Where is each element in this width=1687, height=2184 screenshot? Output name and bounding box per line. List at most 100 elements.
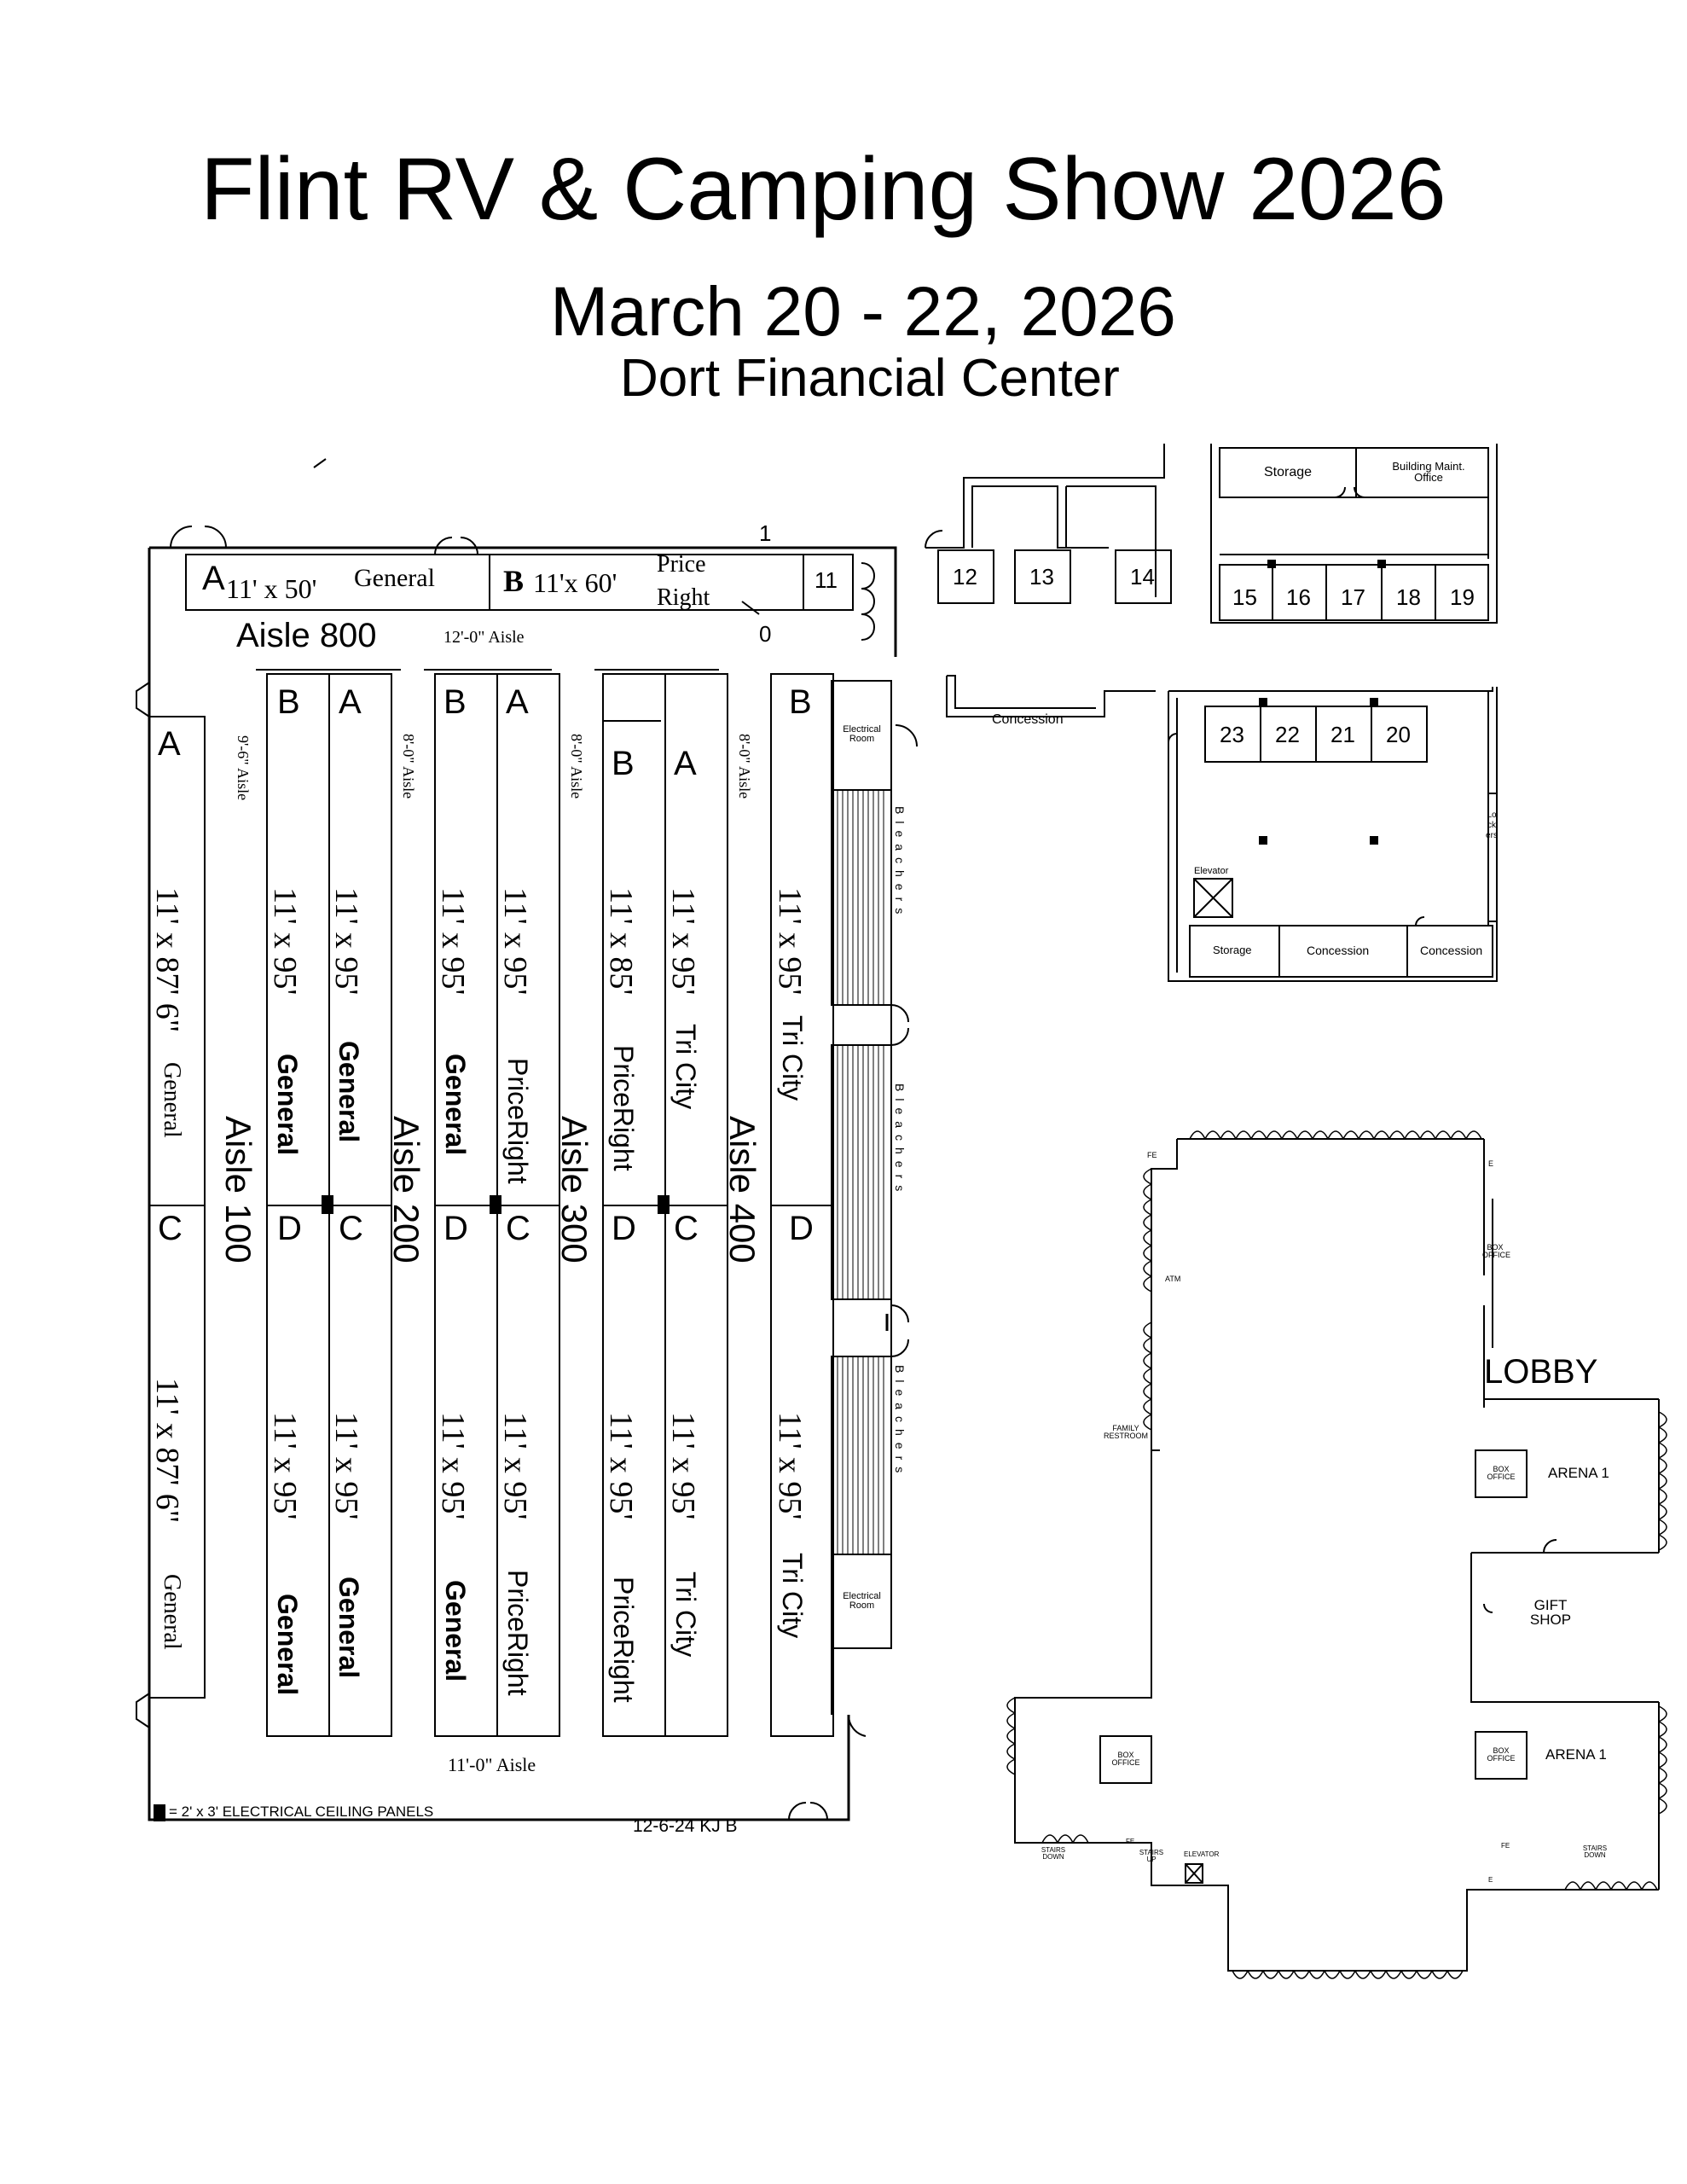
booth-19: 19 [1450, 584, 1475, 610]
col4-letter-bottom: C [506, 1210, 530, 1247]
fe-marker-1: FE [1147, 1151, 1157, 1159]
booth-21: 21 [1330, 722, 1355, 747]
stairs-down-right: STAIRS DOWN [1582, 1844, 1608, 1859]
top-booths-outline [185, 554, 854, 611]
col2-owner-bottom: General [333, 1577, 364, 1679]
booth-20: 20 [1386, 722, 1411, 747]
aisle-800-width: 12'-0" Aisle [443, 628, 525, 647]
aisle-400-label: Aisle 400 [722, 1116, 762, 1263]
elevator-upper: Elevator [1194, 866, 1229, 876]
bleachers-strip [831, 680, 892, 1715]
legend-electrical-panels: = 2' x 3' ELECTRICAL CEILING PANELS [169, 1804, 434, 1820]
col5-letter-top: B [612, 745, 635, 782]
col5-size-top: 11' x 85' [603, 887, 639, 996]
aisle-200-width: 8'-0" Aisle [400, 734, 417, 799]
arena-1-bottom: ARENA 1 [1545, 1746, 1607, 1763]
booth-b-size: 11'x 60' [533, 567, 617, 598]
elevator-lobby: ELEVATOR [1184, 1850, 1220, 1858]
bleacher-hatching [837, 790, 884, 1554]
stairs-up: STAIRS UP [1139, 1849, 1164, 1863]
col7-size-top: 11' x 95' [772, 887, 808, 996]
aisle-100-width: 9'-6" Aisle [235, 735, 252, 801]
lobby-walls [1014, 1138, 1660, 1972]
col3-size-top: 11' x 95' [435, 887, 471, 996]
rooms-15-19 [1210, 444, 1498, 624]
booth-a-letter: A [202, 560, 225, 597]
venue-name: Dort Financial Center [620, 349, 1120, 408]
booth-23: 23 [1220, 722, 1244, 747]
bleachers-label-3: Bleachers [893, 1365, 907, 1480]
aisle-100-label: Aisle 100 [218, 1116, 258, 1263]
booth-13: 13 [1029, 564, 1054, 590]
concession-area [946, 675, 1498, 982]
booth-11: 11 [815, 567, 838, 593]
mark-1: 1 [759, 520, 772, 546]
page-title: Flint RV & Camping Show 2026 [200, 140, 1446, 239]
stairs-down-left: STAIRS DOWN [1041, 1846, 1066, 1861]
col2-letter-top: A [339, 683, 362, 721]
booth-b-owner-line1: Price [657, 551, 706, 578]
col5-letter-bottom: D [612, 1210, 636, 1247]
booth-12: 12 [953, 564, 977, 590]
col2-owner-top: General [333, 1041, 364, 1143]
col4-size-bottom: 11' x 95' [497, 1412, 533, 1520]
col2-letter-bottom: C [339, 1210, 363, 1247]
col7-owner-top: Tri City [777, 1015, 808, 1101]
concession-top: Concession [992, 712, 1064, 727]
col6-owner-bottom: Tri City [670, 1571, 701, 1658]
col5-owner-top: PriceRight [608, 1045, 639, 1171]
lobby-door-teeth [1006, 1130, 1667, 1979]
col3-letter-bottom: D [443, 1210, 468, 1247]
col1-letter-bottom: D [277, 1210, 302, 1247]
box-office-left: BOX OFFICE [1111, 1751, 1140, 1767]
booth-b-owner-line2: Right [657, 584, 710, 611]
e-marker-1: E [1488, 1159, 1494, 1168]
col0-owner-bottom: General [159, 1574, 185, 1650]
box-office-arena-bottom: BOX OFFICE [1487, 1746, 1516, 1763]
bleachers-label-1: Bleachers [893, 806, 907, 921]
col4-letter-top: A [506, 683, 529, 721]
show-dates: March 20 - 22, 2026 [550, 273, 1176, 351]
drawing-stamp: 12-6-24 KJ B [633, 1816, 738, 1836]
col4-size-top: 11' x 95' [497, 887, 533, 996]
box-office-arena-top: BOX OFFICE [1487, 1465, 1516, 1481]
booth-15: 15 [1232, 584, 1257, 610]
fe-marker-2: FE [1501, 1842, 1510, 1850]
col2-size-top: 11' x 95' [328, 887, 364, 996]
col1-letter-top: B [277, 683, 300, 721]
electrical-ceiling-panels [154, 1195, 670, 1821]
booth-b-letter: B [503, 564, 525, 598]
arena-1-top: ARENA 1 [1548, 1465, 1609, 1481]
aisle-400-width: 8'-0" Aisle [736, 734, 753, 799]
col6-size-top: 11' x 95' [665, 887, 701, 996]
booth-a-size: 11' x 50' [226, 573, 317, 604]
box-office-top: BOX OFFICE [1482, 1243, 1510, 1259]
aisle-300-width: 8'-0" Aisle [568, 734, 585, 799]
fe-stairs: FE [1126, 1838, 1135, 1845]
col7-size-bottom: 11' x 95' [772, 1412, 808, 1520]
atm-label: ATM [1165, 1275, 1181, 1283]
concession-bottom-2: Concession [1420, 944, 1483, 957]
col7-owner-bottom: Tri City [777, 1553, 808, 1639]
lobby-title: LOBBY [1484, 1353, 1598, 1391]
col0-letter-top: A [158, 725, 181, 763]
col1-owner-bottom: General [272, 1594, 303, 1696]
col6-letter-top: A [674, 745, 697, 782]
door-swings-top [170, 526, 943, 641]
col1-size-bottom: 11' x 95' [267, 1412, 303, 1520]
col7-letter-top: B [789, 683, 812, 721]
aisle-200-label: Aisle 200 [386, 1116, 426, 1263]
booth-14: 14 [1130, 564, 1155, 590]
col0-owner-top: General [159, 1062, 185, 1138]
storage-bottom: Storage [1213, 944, 1252, 956]
e-marker-2: E [1488, 1876, 1493, 1884]
booth-22: 22 [1275, 722, 1300, 747]
col0-size-bottom: 11' x 87' 6" [149, 1378, 185, 1524]
aisle-bottom-width: 11'-0" Aisle [448, 1754, 536, 1775]
col3-owner-bottom: General [440, 1580, 471, 1682]
building-maint-office: Building Maint. Office [1392, 460, 1465, 484]
aisle-800-label: Aisle 800 [236, 617, 377, 654]
col4-owner-bottom: PriceRight [502, 1570, 533, 1696]
col6-size-bottom: 11' x 95' [665, 1412, 701, 1520]
